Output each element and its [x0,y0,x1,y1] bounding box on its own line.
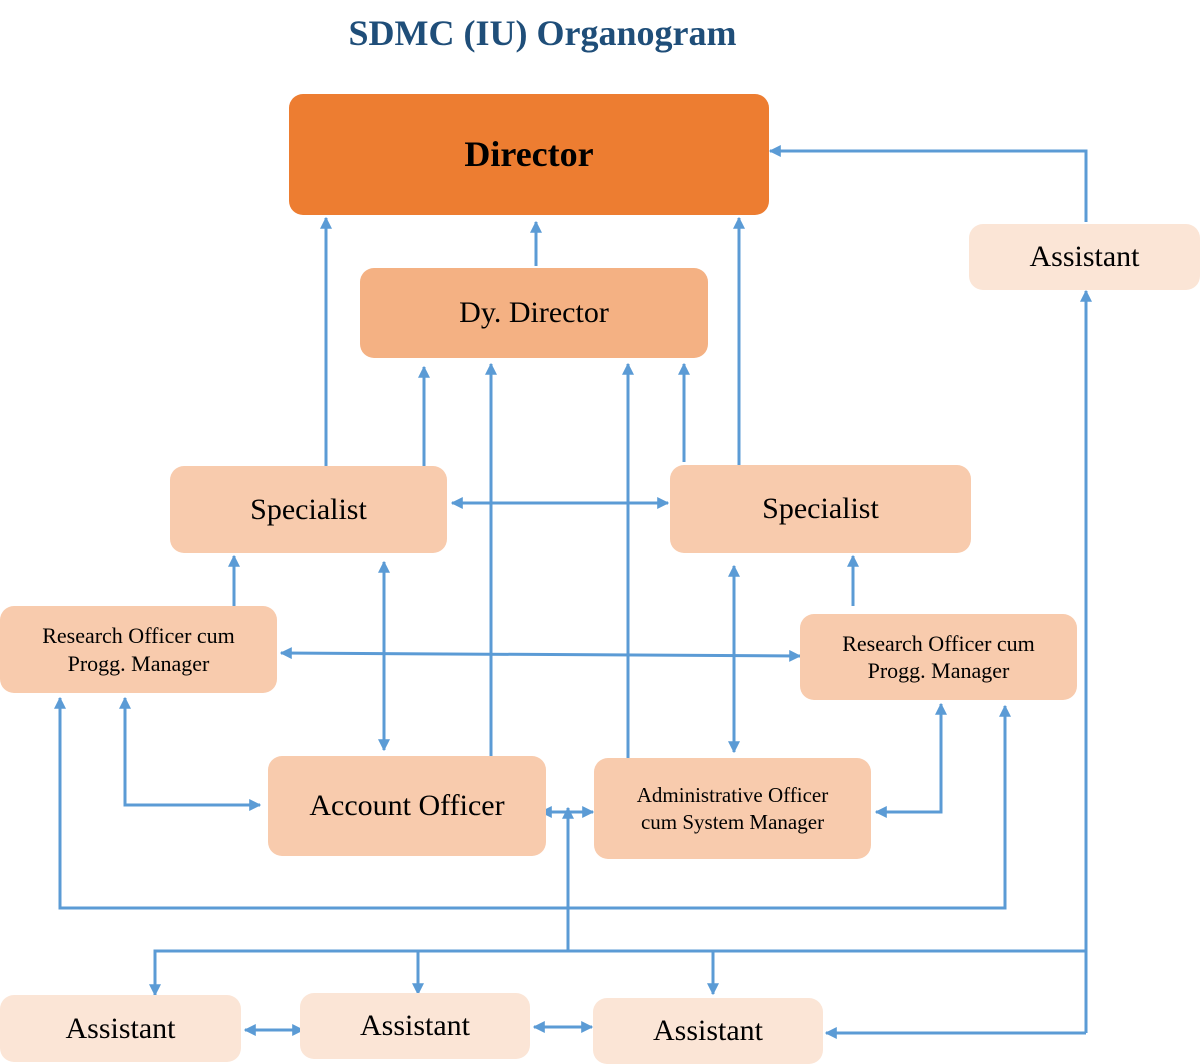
assistant-2-label: Assistant [359,1009,470,1043]
director-label: Director [464,134,594,174]
connector-ro-ro [279,647,802,662]
assistant-1-label: Assistant [65,1011,176,1045]
research-officer-right-box: Research Officer cum Progg. Manager [800,614,1077,700]
assistant-3-label: Assistant [652,1014,763,1048]
assistant-director-box: Assistant [969,224,1200,290]
admin-officer-line2: cum System Manager [640,809,825,834]
connector-assistant-to-director [768,145,1088,222]
director-box: Director [289,94,769,215]
research-officer-left-box: Research Officer cum Progg. Manager [0,606,277,693]
connector-ro-loop [54,696,1011,910]
assistant-1-box: Assistant [0,995,241,1062]
admin-officer-line1: Administrative Officer [636,783,829,808]
specialist-right-label: Specialist [762,492,879,526]
research-officer-right-line2: Progg. Manager [867,658,1010,683]
specialist-left-box: Specialist [170,466,447,553]
account-officer-label: Account Officer [309,789,505,823]
connector-assistants-bus [149,949,1086,997]
admin-officer-box: Administrative Officer cum System Manage… [594,758,871,859]
research-officer-left-line1: Research Officer cum [42,623,235,648]
research-officer-right-line1: Research Officer cum [842,630,1035,656]
deputy-director-label: Dy. Director [459,296,609,330]
specialist-right-box: Specialist [670,465,971,553]
connector-ro-right-admin [874,702,947,818]
assistant-2-box: Assistant [300,993,530,1059]
assistant-director-label: Assistant [1029,240,1140,274]
diagram-title: SDMC (IU) Organogram [348,13,737,53]
specialist-left-label: Specialist [250,492,367,526]
research-officer-left-line2: Progg. Manager [67,650,210,676]
connector-ro-left-account [119,696,262,811]
account-officer-box: Account Officer [268,756,546,856]
assistant-3-box: Assistant [593,998,823,1064]
deputy-director-box: Dy. Director [360,268,708,358]
